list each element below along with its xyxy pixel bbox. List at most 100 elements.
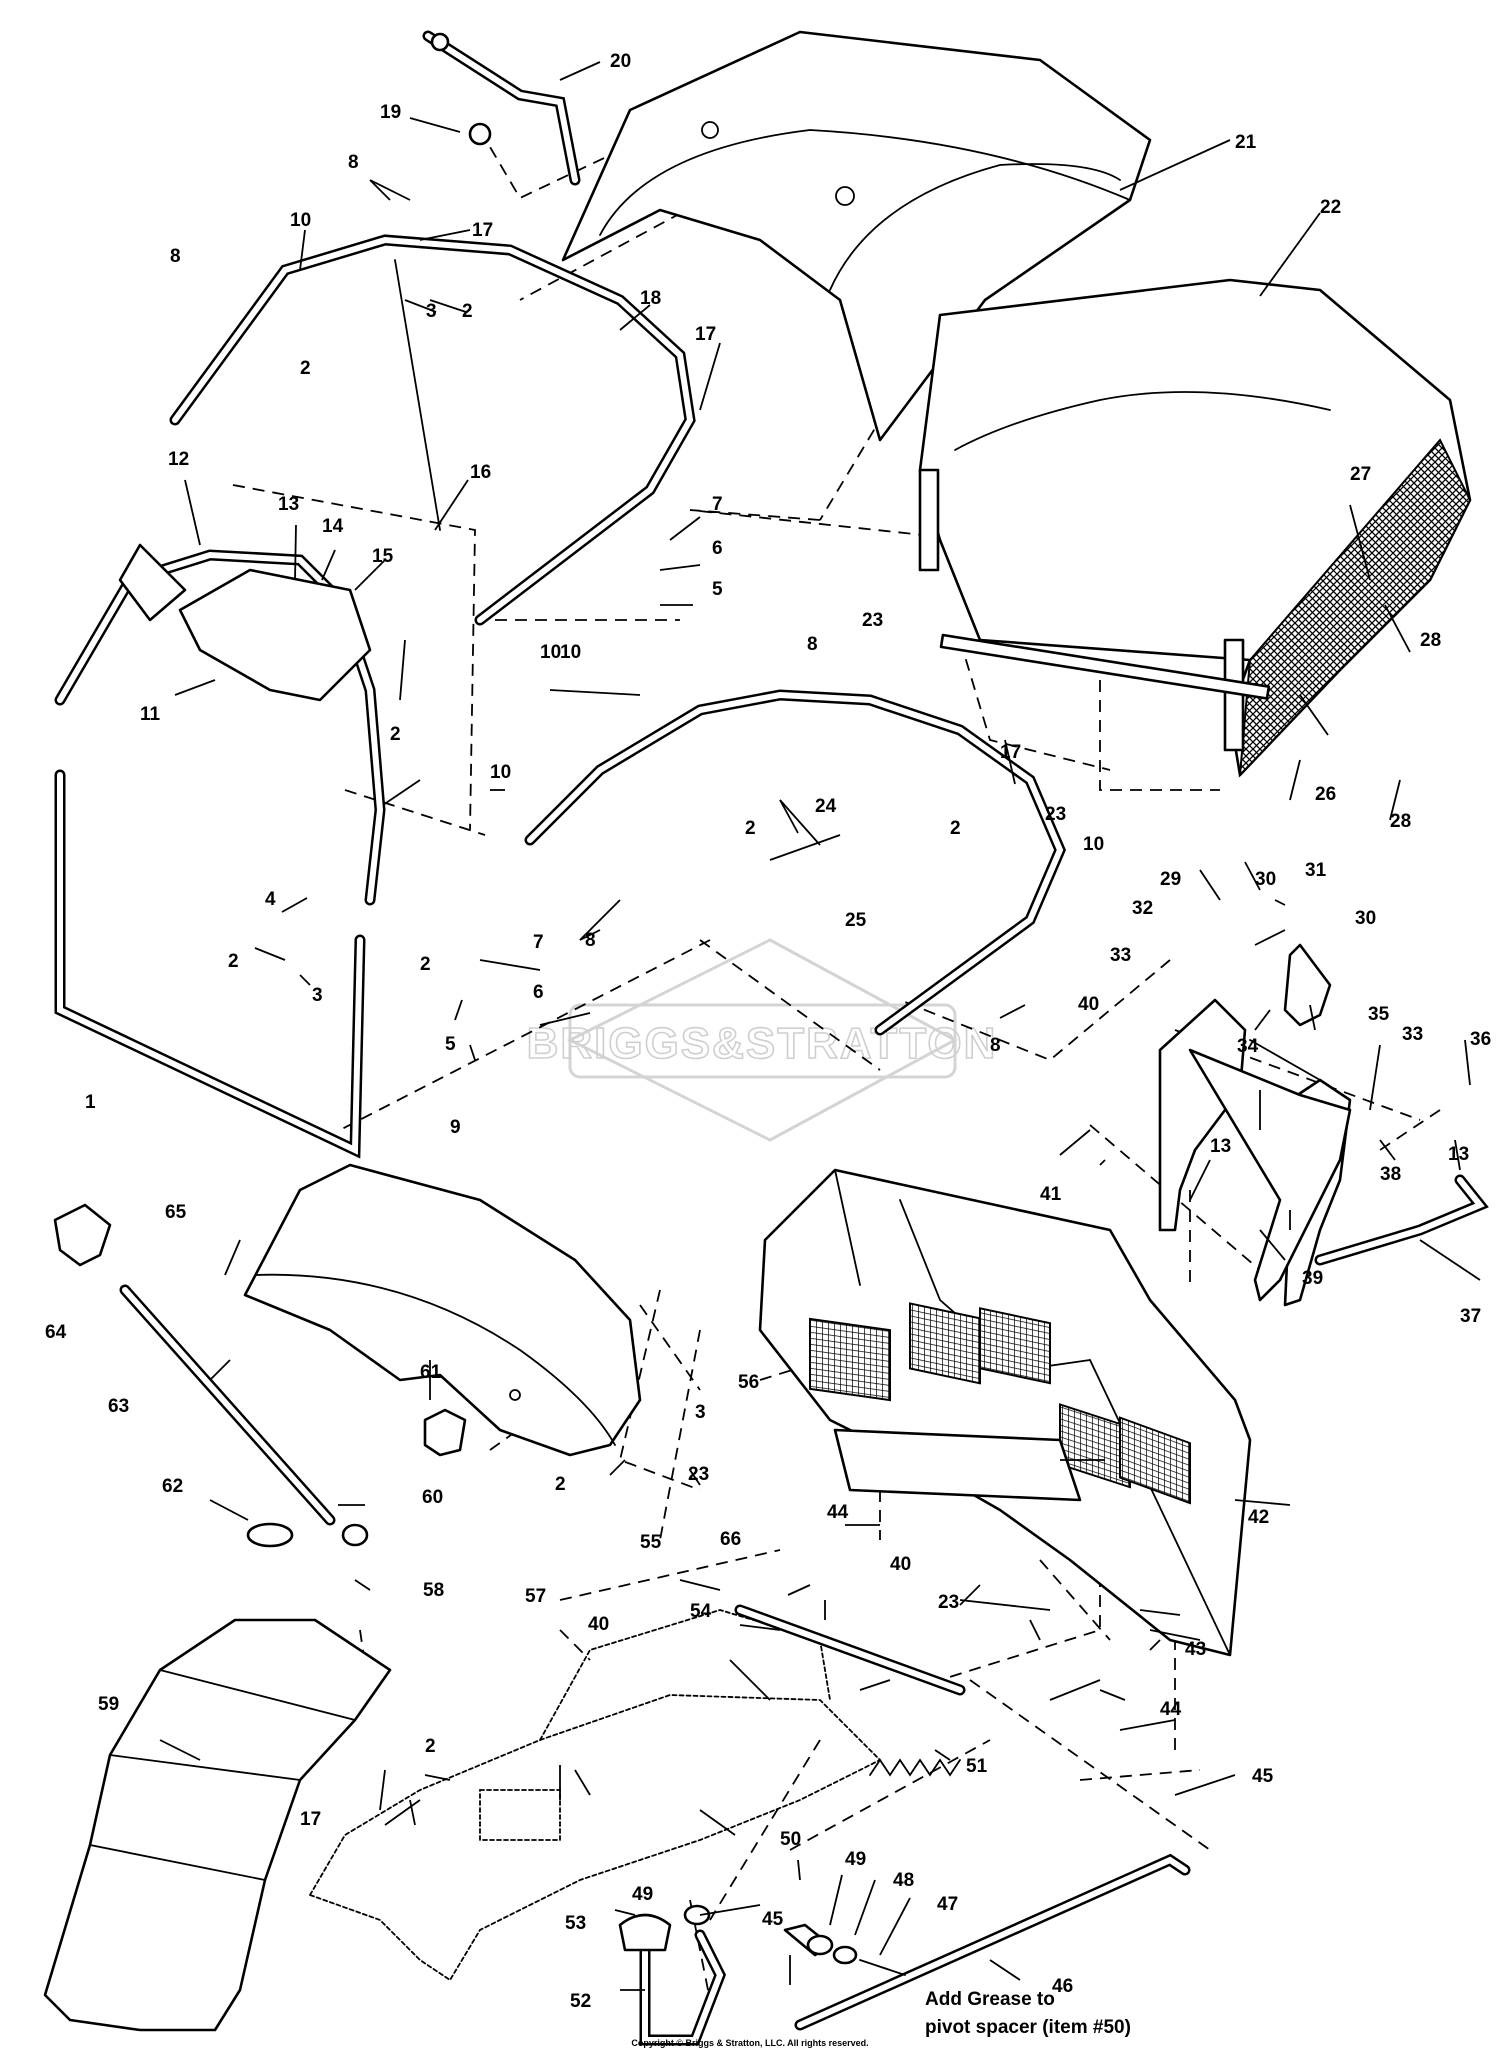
- callout-5-a: 5: [712, 579, 723, 600]
- callout-45-a: 45: [1252, 1766, 1274, 1787]
- rod-16: [394, 259, 441, 531]
- callout-31: 31: [1305, 860, 1327, 881]
- grease-note-line-1: Add Grease to: [925, 1989, 1055, 2010]
- bag-top-cover: [561, 30, 1152, 442]
- callout-10-e: 10: [490, 762, 511, 783]
- callout-8-c: 8: [807, 634, 818, 655]
- callout-25: 25: [845, 910, 867, 931]
- callout-2-f: 2: [420, 954, 431, 975]
- callout-2-g: 2: [228, 951, 239, 972]
- callout-labels: 20 19 8 10 17 8 2 3 2 21 22 18 17 12 13 …: [45, 51, 1491, 2012]
- chute-housing-42: [758, 1168, 1252, 1657]
- watermark-text: BRIGGS&STRATTON: [527, 1019, 998, 1068]
- bushing-49b: [683, 1904, 711, 1926]
- callout-17-b: 17: [695, 324, 716, 345]
- callout-53: 53: [565, 1913, 586, 1934]
- bag-frame-25: [524, 689, 1066, 1036]
- callout-14: 14: [322, 516, 344, 537]
- callout-26: 26: [1315, 784, 1336, 805]
- callout-66: 66: [720, 1529, 741, 1550]
- callout-8-b: 8: [170, 246, 181, 267]
- callout-33-b: 33: [1402, 1024, 1423, 1045]
- callout-2-a: 2: [462, 301, 473, 322]
- callout-8-a: 8: [348, 152, 359, 173]
- callout-10-b: 10: [560, 642, 581, 663]
- callout-13-a: 13: [278, 494, 299, 515]
- washer-19: [468, 122, 492, 146]
- callout-28-b: 28: [1390, 811, 1411, 832]
- callout-16: 16: [470, 462, 491, 483]
- callout-59: 59: [98, 1694, 119, 1715]
- callout-10-a: 10: [290, 210, 311, 231]
- callout-10-d: 10: [540, 642, 561, 663]
- callout-61: 61: [420, 1362, 442, 1383]
- callout-46: 46: [1052, 1976, 1073, 1997]
- callout-6-b: 6: [533, 982, 544, 1003]
- briggs-stratton-watermark: BRIGGS&STRATTON: [526, 938, 998, 1142]
- callout-38: 38: [1380, 1164, 1401, 1185]
- callout-54: 54: [690, 1601, 712, 1622]
- callout-27: 27: [1350, 464, 1371, 485]
- callout-39: 39: [1302, 1268, 1323, 1289]
- callout-13-c: 13: [1448, 1144, 1469, 1165]
- callout-56: 56: [738, 1372, 759, 1393]
- grass-bag: [918, 278, 1472, 778]
- rod-37: [1314, 1174, 1489, 1266]
- callout-44-a: 44: [827, 1502, 849, 1523]
- grease-note-line-2: pivot spacer (item #50): [925, 2017, 1131, 2038]
- callout-51: 51: [966, 1756, 988, 1777]
- callout-2-b: 2: [300, 358, 311, 379]
- callout-48: 48: [893, 1870, 914, 1891]
- lift-lever-52: [639, 1929, 727, 2046]
- callout-12: 12: [168, 449, 189, 470]
- callout-29: 29: [1160, 869, 1181, 890]
- callout-19: 19: [380, 102, 401, 123]
- copyright-text: Copyright © Briggs & Stratton, LLC. All …: [631, 2038, 868, 2048]
- callout-18: 18: [640, 288, 661, 309]
- callout-2-c: 2: [745, 818, 756, 839]
- callout-57: 57: [525, 1586, 546, 1607]
- callout-28-a: 28: [1420, 630, 1441, 651]
- callout-37: 37: [1460, 1306, 1481, 1327]
- callout-2-h: 2: [555, 1474, 566, 1495]
- callout-13-b: 13: [1210, 1136, 1231, 1157]
- knob-53: [618, 1913, 672, 1952]
- callout-40-b: 40: [890, 1554, 911, 1575]
- callout-50: 50: [780, 1829, 801, 1850]
- callout-24: 24: [815, 796, 837, 817]
- callout-5-b: 5: [445, 1034, 456, 1055]
- callout-35: 35: [1368, 1004, 1390, 1025]
- callout-58: 58: [423, 1580, 444, 1601]
- callout-40-c: 40: [588, 1614, 609, 1635]
- callout-9: 9: [450, 1117, 461, 1138]
- callout-60: 60: [422, 1487, 443, 1508]
- callout-49-b: 49: [845, 1849, 866, 1870]
- callout-21: 21: [1235, 132, 1257, 153]
- callout-45-b: 45: [762, 1909, 784, 1930]
- callout-17-a: 17: [472, 220, 493, 241]
- callout-15: 15: [372, 546, 394, 567]
- callout-6-a: 6: [712, 538, 723, 559]
- callout-30-b: 30: [1355, 908, 1376, 929]
- u-frame-1: [54, 769, 366, 1159]
- callout-41: 41: [1040, 1184, 1062, 1205]
- callout-23-b: 23: [1045, 804, 1066, 825]
- callout-3-b: 3: [312, 985, 323, 1006]
- callout-47: 47: [937, 1894, 958, 1915]
- deflector-59: [43, 1618, 392, 2032]
- callout-17-d: 17: [300, 1809, 321, 1830]
- callout-42: 42: [1248, 1507, 1269, 1528]
- callout-2-d: 2: [950, 818, 961, 839]
- mounting-frame-11: [54, 543, 386, 906]
- spring-51: [869, 1758, 961, 1777]
- callout-2-e: 2: [390, 724, 401, 745]
- callout-30-a: 30: [1255, 869, 1276, 890]
- callout-3-c: 3: [695, 1402, 706, 1423]
- bolt-47: [859, 1959, 906, 1976]
- knob-61: [423, 1408, 467, 1457]
- callout-11: 11: [140, 704, 161, 725]
- bushing-49: [806, 1934, 834, 1956]
- callout-36: 36: [1470, 1029, 1491, 1050]
- callout-7-b: 7: [533, 932, 544, 953]
- callout-20: 20: [610, 51, 631, 72]
